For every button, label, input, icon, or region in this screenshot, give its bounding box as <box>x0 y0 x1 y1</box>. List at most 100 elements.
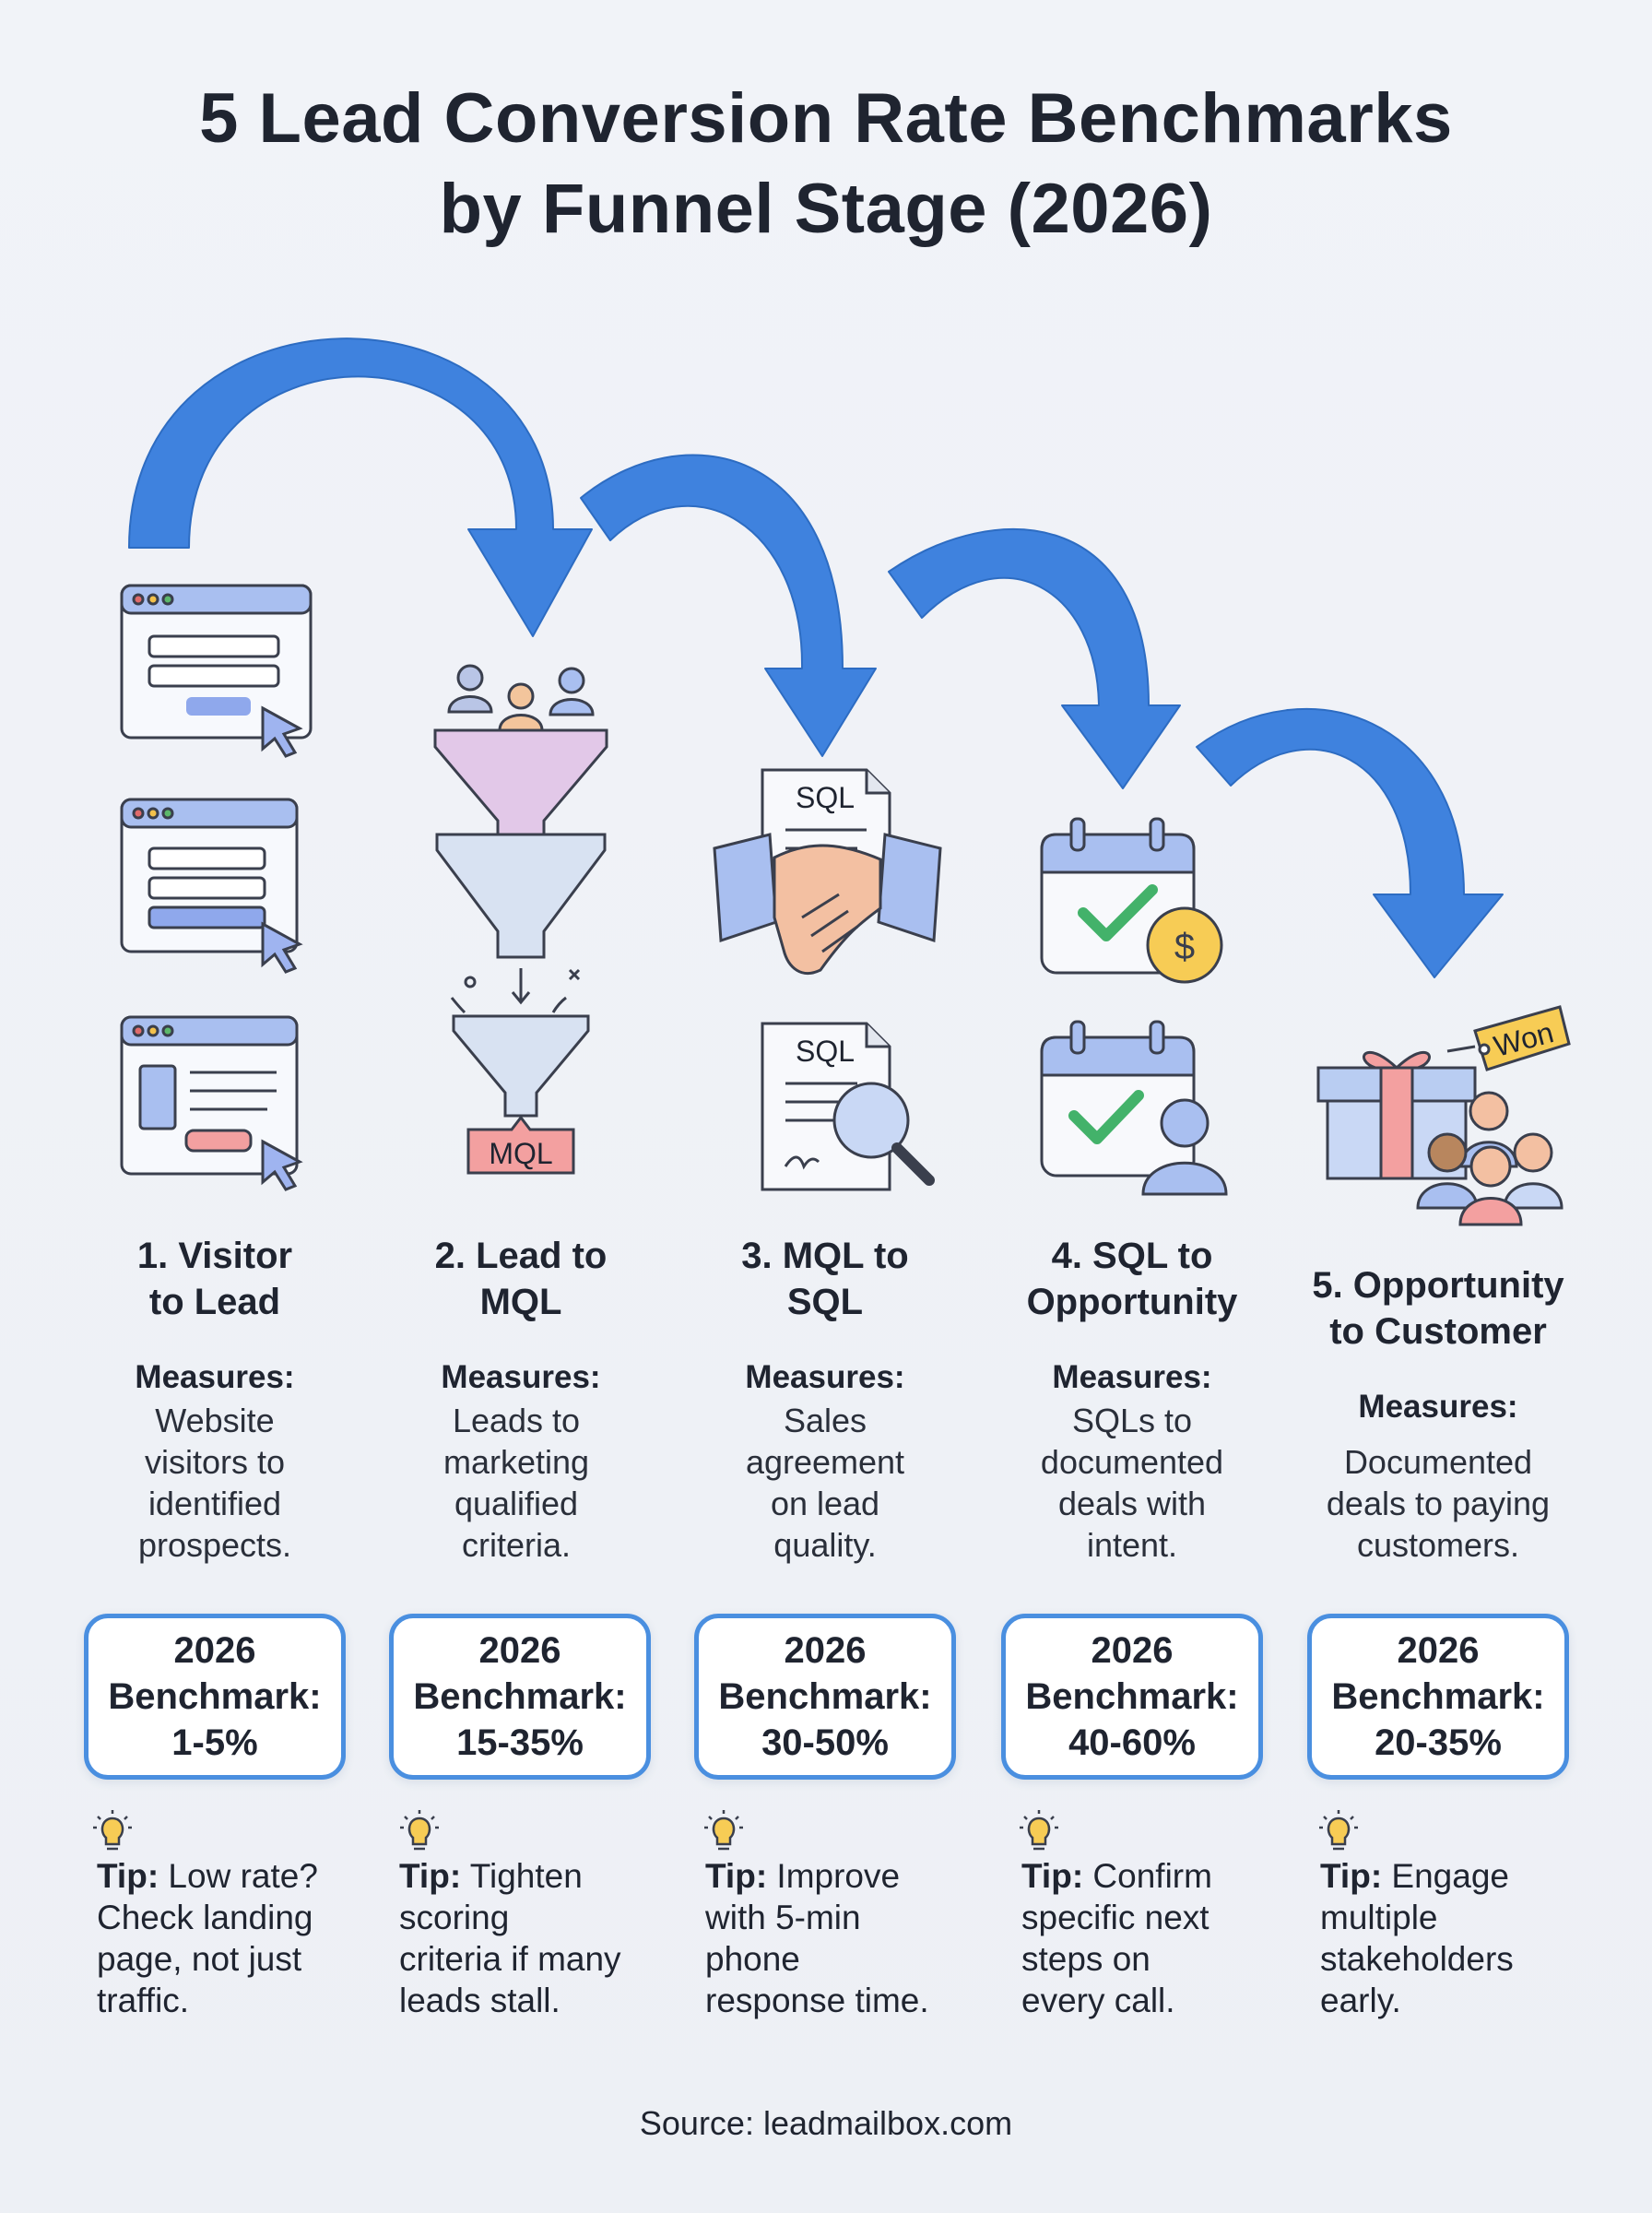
measures-line: deals to paying <box>1326 1485 1551 1522</box>
won-tag-icon <box>1446 1005 1571 1071</box>
stage-5-benchmark-box: 2026 Benchmark: 20-35% <box>1307 1614 1569 1780</box>
stage-title-line: 1. Visitor <box>136 1236 293 1276</box>
sql-doc-label: SQL <box>796 1035 855 1068</box>
tip-line: Tighten <box>469 1857 583 1895</box>
flow-arrow-2 <box>580 454 877 757</box>
stage-5-icon-group: Won <box>1316 1005 1571 1226</box>
stage-4-measures-label: Measures: <box>1052 1359 1212 1395</box>
browser-window-icon <box>120 798 303 974</box>
benchmark-value: 40-60% <box>1068 1722 1196 1763</box>
tip-line: early. <box>1320 1982 1401 2019</box>
stage-3-benchmark-box: 2026 Benchmark: 30-50% <box>694 1614 956 1780</box>
measures-line: identified <box>148 1485 282 1522</box>
tip-line: criteria if many <box>399 1940 621 1978</box>
lightbulb-icon <box>1020 1810 1058 1851</box>
benchmark-year: 2026 <box>1397 1630 1480 1671</box>
stage-title-line: SQL <box>786 1282 864 1322</box>
measures-line: customers. <box>1356 1526 1520 1564</box>
measures-line: on lead <box>770 1485 880 1522</box>
browser-window-icon <box>120 584 313 758</box>
tip-line: Low rate? <box>168 1857 318 1895</box>
tip-label: Tip: <box>399 1857 462 1895</box>
measures-line: criteria. <box>461 1526 572 1564</box>
measures-line: prospects. <box>137 1526 292 1564</box>
tip-label: Tip: <box>1320 1857 1383 1895</box>
tip-line: scoring <box>399 1899 510 1936</box>
measures-line: qualified <box>454 1485 579 1522</box>
stage-4-benchmark-box: 2026 Benchmark: 40-60% <box>1001 1614 1263 1780</box>
people-group-icon <box>1416 1091 1564 1226</box>
stage-3-measures: Sales agreement on lead quality. <box>687 1400 963 1566</box>
stage-2-title: 2. Lead to MQL <box>383 1233 659 1325</box>
measures-line: SQLs to <box>1071 1402 1193 1439</box>
stage-1-measures-label: Measures: <box>135 1359 295 1395</box>
stage-title-line: 5. Opportunity <box>1312 1265 1564 1306</box>
stage-title-line: 4. SQL to <box>1051 1236 1213 1276</box>
coin-icon <box>1146 906 1223 984</box>
measures-line: documented <box>1040 1443 1224 1481</box>
calendar-check-icon <box>1040 1020 1196 1178</box>
source-credit: Source: leadmailbox.com <box>639 2104 1013 2142</box>
stage-5-measures-label: Measures: <box>1358 1389 1518 1425</box>
tip-line: with 5-min <box>705 1899 861 1936</box>
sql-doc-label: SQL <box>796 781 855 814</box>
stage-2-tip: Tip: Tighten scoring criteria if many le… <box>399 1855 676 2021</box>
measures-line: Website <box>155 1402 275 1439</box>
benchmark-label: Benchmark: <box>1331 1676 1545 1717</box>
tip-line: steps on <box>1021 1940 1150 1978</box>
stage-title-line: 3. MQL to <box>741 1236 909 1276</box>
lightbulb-icon <box>93 1810 132 1851</box>
stage-4-measures: SQLs to documented deals with intent. <box>994 1400 1270 1566</box>
tip-line: Confirm <box>1092 1857 1212 1895</box>
measures-line: quality. <box>773 1526 877 1564</box>
stage-1-title: 1. Visitor to Lead <box>77 1233 353 1325</box>
funnel-icon <box>452 1014 590 1118</box>
measures-line: marketing <box>442 1443 590 1481</box>
measures-line: visitors to <box>144 1443 286 1481</box>
measures-line: agreement <box>745 1443 905 1481</box>
measures-line: Documented <box>1343 1443 1533 1481</box>
measures-line: intent. <box>1086 1526 1178 1564</box>
stage-title-line: 2. Lead to <box>434 1236 608 1276</box>
lightbulb-icon <box>400 1810 439 1851</box>
stage-1-measures: Website visitors to identified prospects… <box>77 1400 353 1566</box>
tip-line: traffic. <box>97 1982 190 2019</box>
stage-4-tip: Tip: Confirm specific next steps on ever… <box>1021 1855 1298 2021</box>
title-line-2: by Funnel Stage (2026) <box>439 170 1213 248</box>
measures-line: Leads to <box>452 1402 581 1439</box>
funnel-icon <box>433 728 608 836</box>
page-title: 5 Lead Conversion Rate Benchmarks by Fun… <box>0 74 1652 254</box>
benchmark-value: 20-35% <box>1375 1722 1502 1763</box>
benchmark-label: Benchmark: <box>1025 1676 1239 1717</box>
tip-label: Tip: <box>705 1857 768 1895</box>
stage-3-tip: Tip: Improve with 5-min phone response t… <box>705 1855 982 2021</box>
benchmark-label: Benchmark: <box>108 1676 322 1717</box>
stage-5-measures: Documented deals to paying customers. <box>1291 1441 1586 1566</box>
flow-arrow-1 <box>128 337 593 637</box>
benchmark-value: 1-5% <box>171 1722 258 1763</box>
stage-title-line: MQL <box>479 1282 562 1322</box>
tip-line: multiple <box>1320 1899 1438 1936</box>
tip-line: every call. <box>1021 1982 1175 2019</box>
stage-5-title: 5. Opportunity to Customer <box>1291 1262 1586 1355</box>
tip-label: Tip: <box>97 1857 159 1895</box>
stage-2-measures: Leads to marketing qualified criteria. <box>378 1400 655 1566</box>
people-icon <box>447 664 595 732</box>
handshake-icon <box>713 833 942 976</box>
measures-line: deals with <box>1057 1485 1207 1522</box>
flow-arrow-3 <box>888 528 1181 789</box>
stage-title-line: to Lead <box>148 1282 281 1322</box>
stage-1-benchmark-box: 2026 Benchmark: 1-5% <box>84 1614 346 1780</box>
stage-2-benchmark-box: 2026 Benchmark: 15-35% <box>389 1614 651 1780</box>
browser-window-icon <box>120 1015 303 1191</box>
benchmark-label: Benchmark: <box>413 1676 627 1717</box>
benchmark-value: 15-35% <box>456 1722 584 1763</box>
magnifier-icon <box>832 1082 935 1186</box>
stage-3-icon-group: SQL SQL <box>713 768 942 1191</box>
benchmark-year: 2026 <box>173 1630 256 1671</box>
sparkle-icon <box>450 968 581 1014</box>
tip-line: specific next <box>1021 1899 1210 1936</box>
stage-title-line: to Customer <box>1329 1311 1547 1352</box>
stage-2-measures-label: Measures: <box>441 1359 601 1395</box>
benchmark-value: 30-50% <box>761 1722 889 1763</box>
